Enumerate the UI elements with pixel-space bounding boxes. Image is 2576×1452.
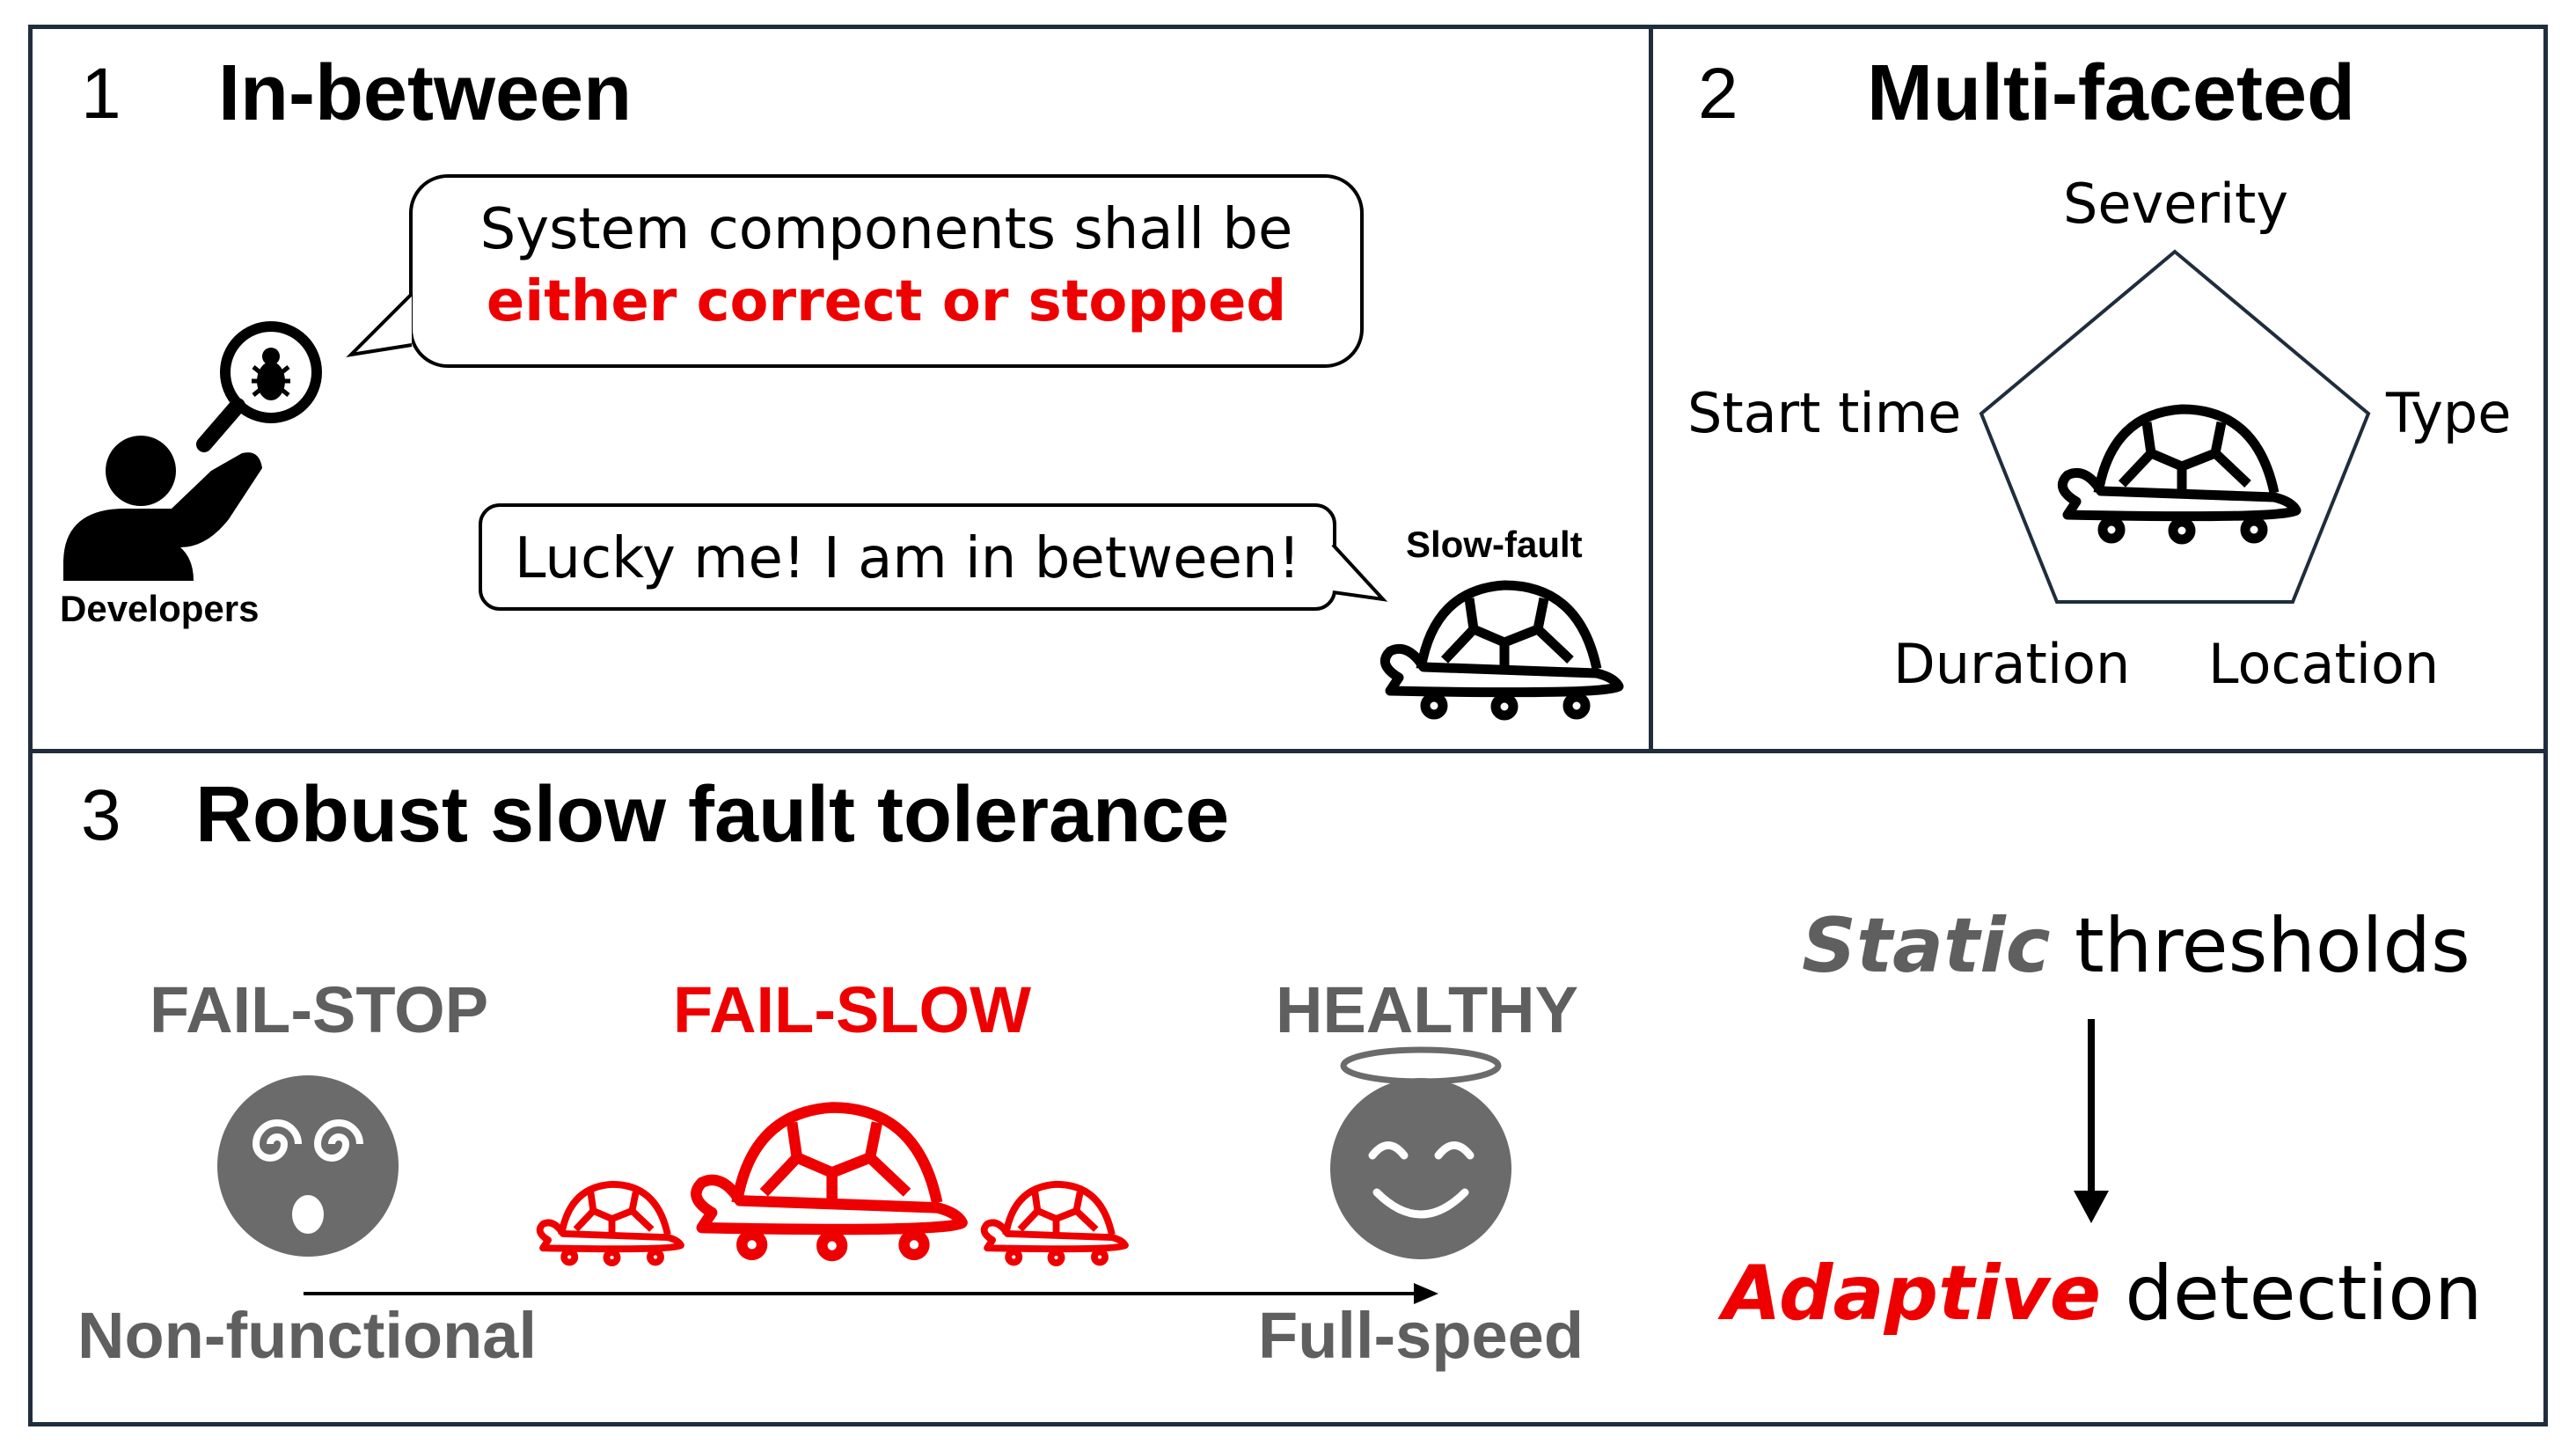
bubble-tail-2 — [1331, 543, 1388, 602]
developers-label: Developers — [60, 588, 260, 629]
small-turtle-right-icon — [980, 1180, 1129, 1267]
facet-type: Type — [2386, 381, 2512, 445]
speech-bubble-slowfault: Lucky me! I am in between! — [479, 503, 1336, 611]
speech-bubble-developers: System components shall be either correc… — [409, 174, 1364, 368]
magnifier-bug-icon — [196, 321, 322, 452]
bubble-tail-1 — [346, 292, 413, 357]
panel2-title: Multi-faceted — [1867, 49, 2356, 137]
small-turtle-left-icon — [536, 1180, 684, 1267]
facet-duration: Duration — [1893, 632, 2131, 696]
bubble-line-2: either correct or stopped — [486, 269, 1287, 334]
healthy-label: HEALTHY — [1276, 973, 1578, 1046]
fail-slow-label: FAIL-SLOW — [673, 973, 1031, 1046]
slowfault-label: Slow-fault — [1406, 524, 1583, 565]
full-speed-label: Full-speed — [1258, 1299, 1584, 1372]
fail-stop-label: FAIL-STOP — [150, 973, 489, 1046]
pentagon-outline — [1979, 249, 2371, 604]
panel1-number: 1 — [81, 54, 121, 134]
facet-severity: Severity — [2063, 172, 2289, 236]
static-thresholds-text: Static thresholds — [1802, 902, 2470, 990]
dizzy-face-icon — [217, 1075, 399, 1257]
non-functional-label: Non-functional — [77, 1299, 538, 1372]
detection-word: detection — [2101, 1250, 2483, 1338]
bubble2-text: Lucky me! I am in between! — [514, 526, 1301, 591]
turtle-icon — [1379, 580, 1624, 721]
bubble-line-1: System components shall be — [479, 197, 1293, 262]
thresholds-word: thresholds — [2050, 902, 2470, 990]
adaptive-detection-text: Adaptive detection — [1723, 1250, 2483, 1338]
down-arrow-icon — [2074, 1019, 2109, 1223]
panel3-title: Robust slow fault tolerance — [195, 771, 1230, 859]
halo-smiley-icon — [1330, 1046, 1511, 1259]
speed-spectrum-arrow — [304, 1283, 1438, 1304]
facet-start-time: Start time — [1687, 381, 1962, 445]
panel-robust-tolerance — [28, 749, 2548, 1426]
adaptive-word: Adaptive — [1723, 1250, 2102, 1338]
panel2-number: 2 — [1698, 54, 1738, 134]
panel1-title: In-between — [218, 49, 633, 137]
panel3-number: 3 — [81, 775, 121, 855]
large-turtle-icon — [691, 1102, 968, 1262]
developer-person-icon — [63, 436, 262, 581]
facet-location: Location — [2208, 632, 2440, 696]
static-word: Static — [1802, 902, 2051, 990]
pentagon-turtle-icon — [2057, 404, 2302, 545]
